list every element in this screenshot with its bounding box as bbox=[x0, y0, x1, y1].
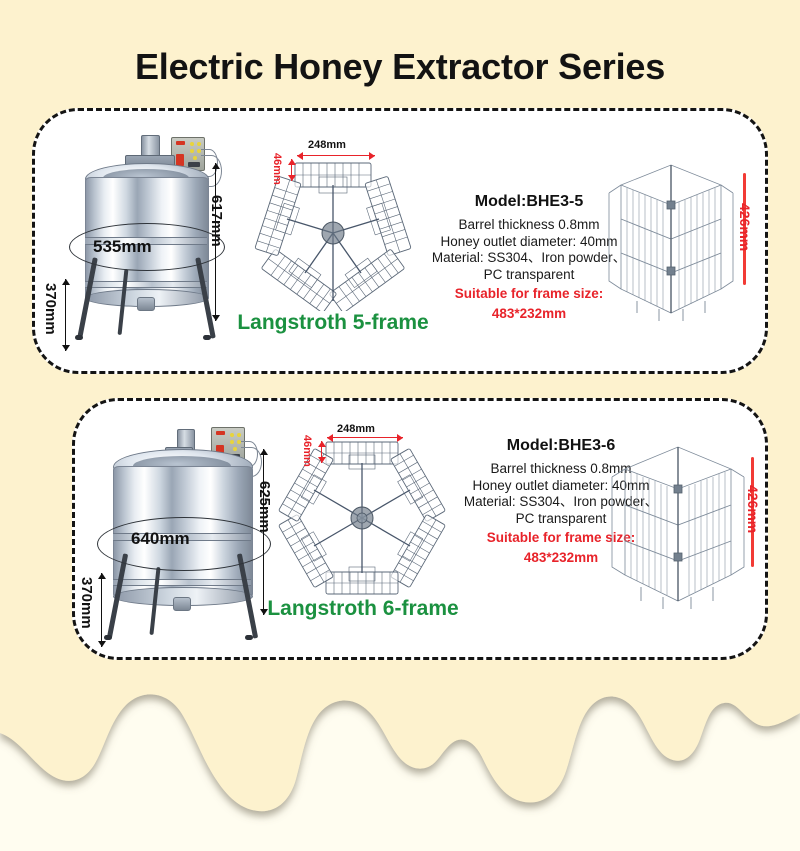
spec-line-material: Material: SS304、Iron powder、 bbox=[431, 250, 627, 265]
suitable-title-bhe3-5: Suitable for frame size: bbox=[454, 286, 604, 301]
extractor-illustration-bhe3-5 bbox=[63, 129, 243, 359]
dim-diameter-bhe3-6: 640mm bbox=[131, 529, 190, 548]
spec-line-material: Material: SS304、Iron powder、 bbox=[463, 494, 659, 509]
wire-basket-svg bbox=[608, 164, 734, 321]
diameter-hoop bbox=[69, 223, 225, 271]
page-title: Electric Honey Extractor Series bbox=[134, 46, 666, 87]
suitable-value-bhe3-5: 483*232mm bbox=[491, 305, 567, 321]
dim-frame-width-bhe3-6: 248mm bbox=[337, 423, 375, 435]
model-label-bhe3-6: Model:BHE3-6 bbox=[506, 437, 616, 454]
spec-line-outlet: Honey outlet diameter: 40mm bbox=[440, 233, 618, 249]
dim-diameter-bhe3-5: 535mm bbox=[93, 237, 152, 256]
spec-block-bhe3-5: Model:BHE3-5 Barrel thickness 0.8mm Hone… bbox=[431, 193, 627, 322]
suitable-title-bhe3-6: Suitable for frame size: bbox=[486, 530, 636, 545]
spec-block-bhe3-6: Model:BHE3-6 Barrel thickness 0.8mm Hone… bbox=[463, 437, 659, 566]
spec-line-thickness: Barrel thickness 0.8mm bbox=[458, 217, 600, 232]
suitable-value-bhe3-6: 483*232mm bbox=[523, 549, 599, 565]
dim-leg-bhe3-5: 370mm bbox=[42, 283, 59, 335]
wire-basket-3d-bhe3-6 bbox=[603, 429, 753, 619]
spec-line-outlet: Honey outlet diameter: 40mm bbox=[472, 477, 650, 493]
basket-topview-svg bbox=[254, 162, 412, 313]
dim-leg-bhe3-6: 370mm bbox=[78, 577, 95, 629]
product-panel-bhe3-6: 640mm 625mm 370mm bbox=[72, 398, 768, 660]
dim-frame-width-bhe3-5: 248mm bbox=[308, 139, 346, 151]
honey-drip-decoration bbox=[0, 661, 800, 851]
wire-basket-svg bbox=[611, 446, 745, 609]
honey-tap-icon bbox=[137, 297, 155, 311]
basket-height-line-bhe3-5 bbox=[743, 173, 746, 285]
dim-basket-height-bhe3-6: 426mm bbox=[745, 485, 761, 534]
frame-basket-topview-bhe3-6 bbox=[277, 433, 447, 603]
basket-topview-svg bbox=[278, 441, 446, 595]
model-label-bhe3-5: Model:BHE3-5 bbox=[474, 193, 584, 210]
product-panel-bhe3-5: 535mm 617mm 370mm bbox=[32, 108, 768, 374]
diameter-hoop bbox=[97, 517, 271, 571]
dim-height-bhe3-5: 617mm bbox=[208, 195, 225, 247]
spec-line-pc: PC transparent bbox=[483, 266, 575, 282]
spec-line-pc: PC transparent bbox=[515, 510, 607, 526]
dim-frame-depth-bhe3-6: 46mm bbox=[301, 435, 313, 467]
dim-basket-height-bhe3-5: 426mm bbox=[737, 203, 753, 252]
frame-caption-bhe3-6: Langstroth 6-frame bbox=[267, 597, 459, 620]
wire-basket-3d-bhe3-5 bbox=[601, 149, 741, 329]
dim-frame-depth-bhe3-5: 46mm bbox=[271, 153, 283, 185]
honey-tap-icon bbox=[173, 597, 191, 611]
frame-basket-topview-bhe3-5 bbox=[253, 151, 413, 313]
basket-height-line-bhe3-6 bbox=[751, 457, 754, 567]
frame-caption-bhe3-5: Langstroth 5-frame bbox=[237, 311, 429, 334]
dim-height-bhe3-6: 625mm bbox=[256, 481, 273, 533]
spec-line-thickness: Barrel thickness 0.8mm bbox=[490, 461, 632, 476]
extractor-illustration-bhe3-6 bbox=[93, 421, 283, 651]
